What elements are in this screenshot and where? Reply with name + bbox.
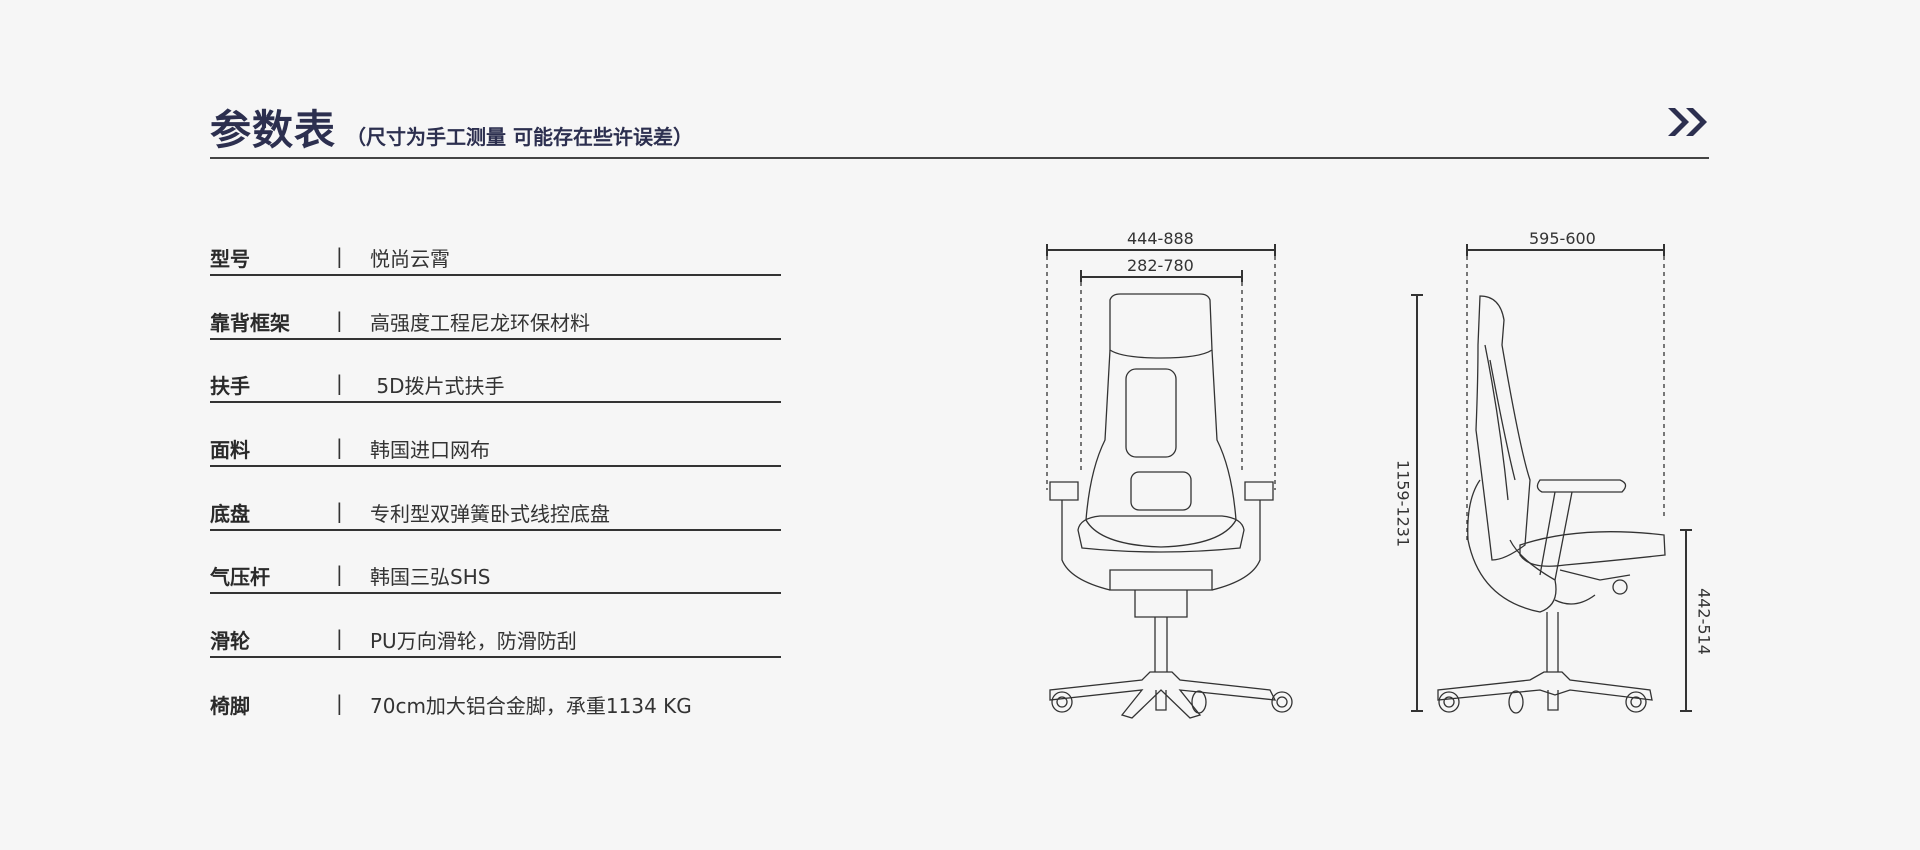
dim-side-depth: 595-600 bbox=[1529, 229, 1596, 248]
spec-label: 靠背框架 bbox=[210, 311, 290, 335]
spec-value: 高强度工程尼龙环保材料 bbox=[370, 311, 590, 335]
side-chair-drawing bbox=[1437, 295, 1666, 714]
spec-row: 椅脚 | 70cm加大铝合金脚，承重1134 KG bbox=[210, 690, 781, 754]
spec-row: 滑轮 | PU万向滑轮，防滑防刮 bbox=[210, 625, 781, 689]
double-chevron-right-icon[interactable] bbox=[1666, 106, 1710, 142]
spec-label: 型号 bbox=[210, 247, 250, 271]
spec-separator: | bbox=[336, 626, 343, 650]
row-divider bbox=[210, 592, 781, 594]
spec-label: 扶手 bbox=[210, 374, 250, 398]
spec-value: PU万向滑轮，防滑防刮 bbox=[370, 629, 577, 653]
spec-separator: | bbox=[336, 562, 343, 586]
spec-label: 底盘 bbox=[210, 502, 250, 526]
spec-row: 型号 | 悦尚云霄 bbox=[210, 243, 781, 307]
dim-front-total-width: 444-888 bbox=[1127, 229, 1194, 248]
spec-row: 面料 | 韩国进口网布 bbox=[210, 434, 781, 498]
spec-label: 面料 bbox=[210, 438, 250, 462]
spec-label: 椅脚 bbox=[210, 694, 250, 718]
side-dimension-lines bbox=[1411, 244, 1692, 712]
spec-value: 悦尚云霄 bbox=[370, 247, 450, 271]
title-note: （尺寸为手工测量 可能存在些许误差） bbox=[346, 125, 693, 149]
spec-value: 5D拨片式扶手 bbox=[370, 374, 505, 398]
row-divider bbox=[210, 656, 781, 658]
spec-value: 专利型双弹簧卧式线控底盘 bbox=[370, 502, 610, 526]
spec-separator: | bbox=[336, 371, 343, 395]
front-chair-drawing bbox=[1049, 293, 1293, 719]
spec-separator: | bbox=[336, 244, 343, 268]
spec-row: 气压杆 | 韩国三弘SHS bbox=[210, 561, 781, 625]
spec-label: 滑轮 bbox=[210, 629, 250, 653]
spec-value: 韩国进口网布 bbox=[370, 438, 490, 462]
spec-label: 气压杆 bbox=[210, 565, 270, 589]
row-divider bbox=[210, 274, 781, 276]
header-divider bbox=[210, 157, 1709, 159]
row-divider bbox=[210, 338, 781, 340]
spec-row: 靠背框架 | 高强度工程尼龙环保材料 bbox=[210, 307, 781, 371]
title-main: 参数表 bbox=[210, 106, 336, 154]
dim-front-arm-width: 282-780 bbox=[1127, 256, 1194, 275]
spec-value: 韩国三弘SHS bbox=[370, 565, 491, 589]
spec-separator: | bbox=[336, 435, 343, 459]
spec-separator: | bbox=[336, 499, 343, 523]
row-divider bbox=[210, 529, 781, 531]
spec-separator: | bbox=[336, 308, 343, 332]
spec-row: 底盘 | 专利型双弹簧卧式线控底盘 bbox=[210, 498, 781, 562]
spec-separator: | bbox=[336, 691, 343, 715]
row-divider bbox=[210, 465, 781, 467]
spec-value: 70cm加大铝合金脚，承重1134 KG bbox=[370, 694, 692, 718]
front-dimension-lines bbox=[1046, 244, 1276, 490]
spec-row: 扶手 | 5D拨片式扶手 bbox=[210, 370, 781, 434]
page-title: 参数表 （尺寸为手工测量 可能存在些许误差） bbox=[210, 96, 693, 156]
row-divider bbox=[210, 401, 781, 403]
